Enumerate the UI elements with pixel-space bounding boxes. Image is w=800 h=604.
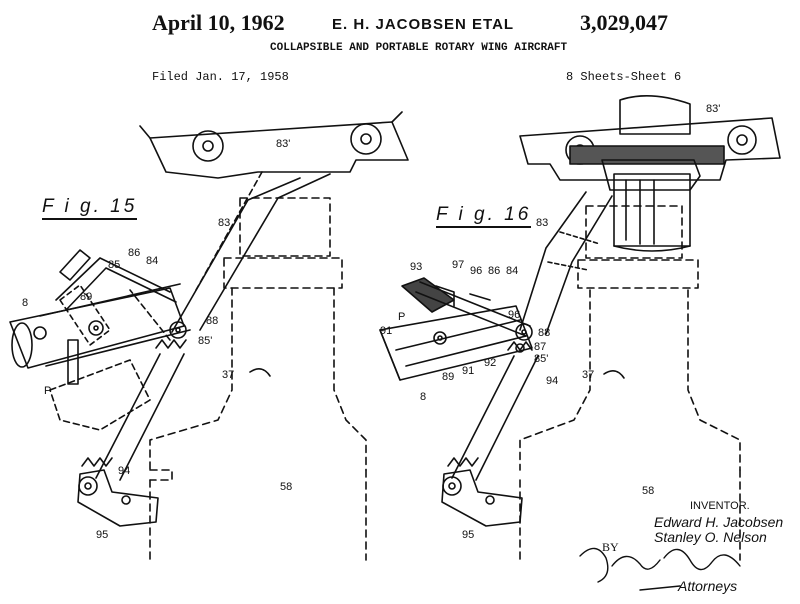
patent-title: COLLAPSIBLE AND PORTABLE ROTARY WING AIR…: [270, 42, 568, 54]
patent-date: April 10, 1962: [152, 10, 285, 35]
attorneys-label: Attorneys: [678, 578, 738, 594]
inventor-label: INVENTOR.: [690, 500, 750, 512]
fig15-label-95: 95: [96, 529, 108, 541]
fig16-label-87: 87: [534, 341, 546, 353]
fig16-label-92: 92: [484, 357, 496, 369]
figure-15-caption: F i g. 15: [42, 196, 138, 220]
fig15-label-P: P: [44, 385, 51, 397]
fig16-label-91a: 91: [380, 325, 392, 337]
fig16-label-97: 97: [452, 259, 464, 271]
fig16-label-88: 88: [538, 327, 550, 339]
fig16-label-P: P: [398, 311, 405, 323]
fig15-label-89: 89: [80, 291, 92, 303]
fig16-label-95: 95: [462, 529, 474, 541]
fig16-label-8: 8: [420, 391, 426, 403]
fig16-label-37: 37: [582, 369, 594, 381]
fig15-label-85p: 85': [198, 335, 212, 347]
fig16-label-85p: 85': [534, 353, 548, 365]
fig15-label-83p: 83': [276, 138, 290, 150]
fig15-label-8: 8: [22, 297, 28, 309]
fig16-label-58: 58: [642, 485, 654, 497]
fig16-label-84: 84: [506, 265, 518, 277]
fig16-label-86: 86: [488, 265, 500, 277]
sheet-number: 8 Sheets-Sheet 6: [566, 70, 682, 84]
inventor-2: Stanley O. Nelson: [654, 529, 767, 545]
fig16-label-91b: 91: [462, 365, 474, 377]
fig15-label-94: 94: [118, 465, 130, 477]
fig15-label-88: 88: [206, 315, 218, 327]
fig16-label-96b: 96: [508, 309, 520, 321]
fig15-label-84: 84: [146, 255, 158, 267]
inventor-1: Edward H. Jacobsen: [654, 514, 784, 530]
signature-scribble: [579, 547, 741, 591]
fig16-label-89: 89: [442, 371, 454, 383]
figure-16-caption: F i g. 16: [436, 204, 532, 228]
fig16-label-96a: 96: [470, 265, 482, 277]
inventor-names: E. H. JACOBSEN ETAL: [332, 16, 515, 33]
patent-number: 3,029,047: [580, 10, 668, 35]
fig16-label-83: 83: [536, 217, 548, 229]
fig15-label-58: 58: [280, 481, 292, 493]
by-label: BY: [602, 540, 619, 554]
fig15-drawing: [9, 111, 409, 561]
fig15-label-85: 85: [108, 259, 120, 271]
fig15-label-37: 37: [222, 369, 234, 381]
fig15-label-83: 83: [218, 217, 230, 229]
fig16-label-83p: 83': [706, 103, 720, 115]
fig16-label-94: 94: [546, 375, 558, 387]
fig15-label-86: 86: [128, 247, 140, 259]
filing-date: Filed Jan. 17, 1958: [152, 70, 289, 84]
fig16-drawing: [379, 95, 781, 561]
fig16-label-93: 93: [410, 261, 422, 273]
